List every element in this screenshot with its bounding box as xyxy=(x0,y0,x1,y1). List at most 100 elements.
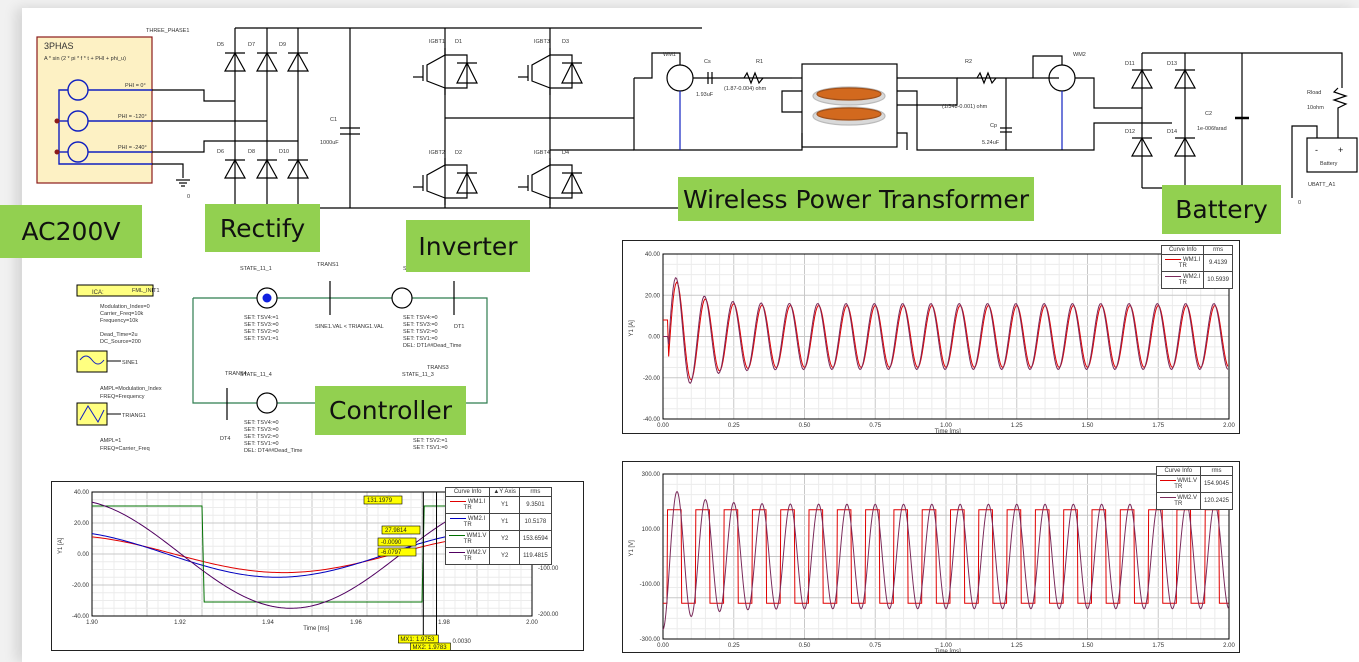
cs-value: 1.93uF xyxy=(696,92,714,98)
battery-icon xyxy=(1306,137,1358,173)
series-line-WM1.V xyxy=(663,509,1229,604)
y-tick-label: -300.00 xyxy=(640,637,661,643)
cursor-delta: 0.0030 xyxy=(453,639,472,645)
state-action: SET: TSV3:=0 xyxy=(403,322,438,328)
inverter-part-label: IGBT3 xyxy=(534,39,550,45)
label-wireless-power-transformer: Wireless Power Transformer xyxy=(678,177,1034,221)
cursor-readout: -0.0090 xyxy=(381,540,402,546)
x-tick-label: 0.25 xyxy=(728,423,740,429)
legend-cell xyxy=(449,534,465,537)
mx2-readout: MX2: 1.9783 xyxy=(413,645,448,650)
series-line-WM2.I xyxy=(663,277,1229,385)
x-tick-label: 0.00 xyxy=(657,643,669,649)
init-param: DC_Source=200 xyxy=(100,339,141,345)
igbt-icon xyxy=(426,48,446,95)
transition-name: TRANS1 xyxy=(317,262,339,268)
circuit-schematic: THREE_PHASE1 3PHAS A * sin (2 * pi * f *… xyxy=(36,27,1358,454)
legend-cell: 154.9045 xyxy=(1199,475,1234,493)
y-axis-label: Y1 [A] xyxy=(58,537,64,554)
state-action: SET: TSV3:=0 xyxy=(244,427,279,433)
x-tick-label: 1.90 xyxy=(86,620,98,626)
legend-cell: TR xyxy=(463,522,472,528)
legend-cell xyxy=(1159,479,1176,482)
battery-node: 0 xyxy=(1298,200,1301,206)
legend-cell: TR xyxy=(463,556,472,562)
legend-cell: 119.4815 xyxy=(518,547,552,565)
cursor-readout-box xyxy=(381,525,421,535)
x-tick-label: 1.25 xyxy=(1011,423,1023,429)
legend-cell xyxy=(450,517,467,520)
y-tick-label: -40.00 xyxy=(643,417,661,423)
bridge-diode-label: D11 xyxy=(1125,61,1135,67)
x-tick-label: 0.00 xyxy=(657,423,669,429)
plot-area xyxy=(662,473,1230,640)
y-tick-label: -40.00 xyxy=(72,614,90,620)
ground-node: 0 xyxy=(187,194,190,200)
init-param: Modulation_Index=0 xyxy=(100,304,150,310)
legend-cell: 120.2425 xyxy=(1199,492,1234,510)
wm2-label: WM2 xyxy=(1073,52,1086,58)
inverter-part-label: IGBT1 xyxy=(429,39,445,45)
transition-condition: DT4 xyxy=(220,436,230,442)
inverter-part-label: D4 xyxy=(562,150,569,156)
x-tick-label: 1.00 xyxy=(940,643,952,649)
legend-cell xyxy=(1165,258,1182,261)
cp-value: 5.24uF xyxy=(982,140,1000,146)
x-axis-label: Time [ms] xyxy=(935,649,961,652)
state-machine-loop xyxy=(192,297,488,404)
y-tick-label: 40.00 xyxy=(645,252,661,258)
state-name: STATE_11_1 xyxy=(240,266,272,272)
source-instance-label: THREE_PHASE1 xyxy=(146,28,189,34)
state-action: SET: TSV1:=0 xyxy=(403,336,438,342)
r1-name: R1 xyxy=(756,59,763,65)
igbt-icon xyxy=(426,158,446,205)
igbt-icon xyxy=(531,48,551,95)
x-axis-label: Time [ms] xyxy=(935,429,961,433)
init-param: Dead_Time=2u xyxy=(100,332,138,338)
state-2-icon xyxy=(391,287,413,309)
wattmeter-wm1-icon xyxy=(666,64,694,92)
active-state-marker xyxy=(262,293,272,303)
diode-icon xyxy=(223,51,247,72)
series-line-WM1.I xyxy=(663,281,1229,381)
label-ac200v: AC200V xyxy=(0,205,142,258)
triangle-name: TRIANG1 xyxy=(122,413,146,419)
legend-cell: 9.3501 xyxy=(518,496,552,514)
transition-name: TRANS3 xyxy=(427,365,449,371)
sine-param-1: AMPL=Modulation_Index xyxy=(100,386,162,392)
triangle-param-1: AMPL=1 xyxy=(100,438,121,444)
state-action: SET: TSV1:=1 xyxy=(244,336,279,342)
x-tick-label: 1.92 xyxy=(174,620,186,626)
diode-wire xyxy=(550,164,573,199)
battery-label: Battery xyxy=(1320,161,1338,167)
x-tick-label: 2.00 xyxy=(1223,643,1235,649)
state-action: SET: TSV1:=0 xyxy=(413,445,448,451)
init-block xyxy=(76,284,154,297)
state-action: SET: TSV2:=0 xyxy=(403,329,438,335)
source-name: 3PHAS xyxy=(44,41,74,51)
legend-cell: 9.4139 xyxy=(1203,254,1233,272)
legend-cell: Curve Info xyxy=(444,487,491,497)
igbt-icon xyxy=(531,158,551,205)
x-tick-label: 0.75 xyxy=(869,643,881,649)
legend-cell: 153.6594 xyxy=(518,530,552,548)
legend-cell: WM2.I xyxy=(1182,274,1201,280)
x-tick-label: 1.75 xyxy=(1152,643,1164,649)
c2-name: C2 xyxy=(1205,111,1212,117)
init-block-label: ICA: xyxy=(92,290,104,296)
y-tick-label: 100.00 xyxy=(642,527,661,533)
inverter-part-label: D2 xyxy=(455,150,462,156)
